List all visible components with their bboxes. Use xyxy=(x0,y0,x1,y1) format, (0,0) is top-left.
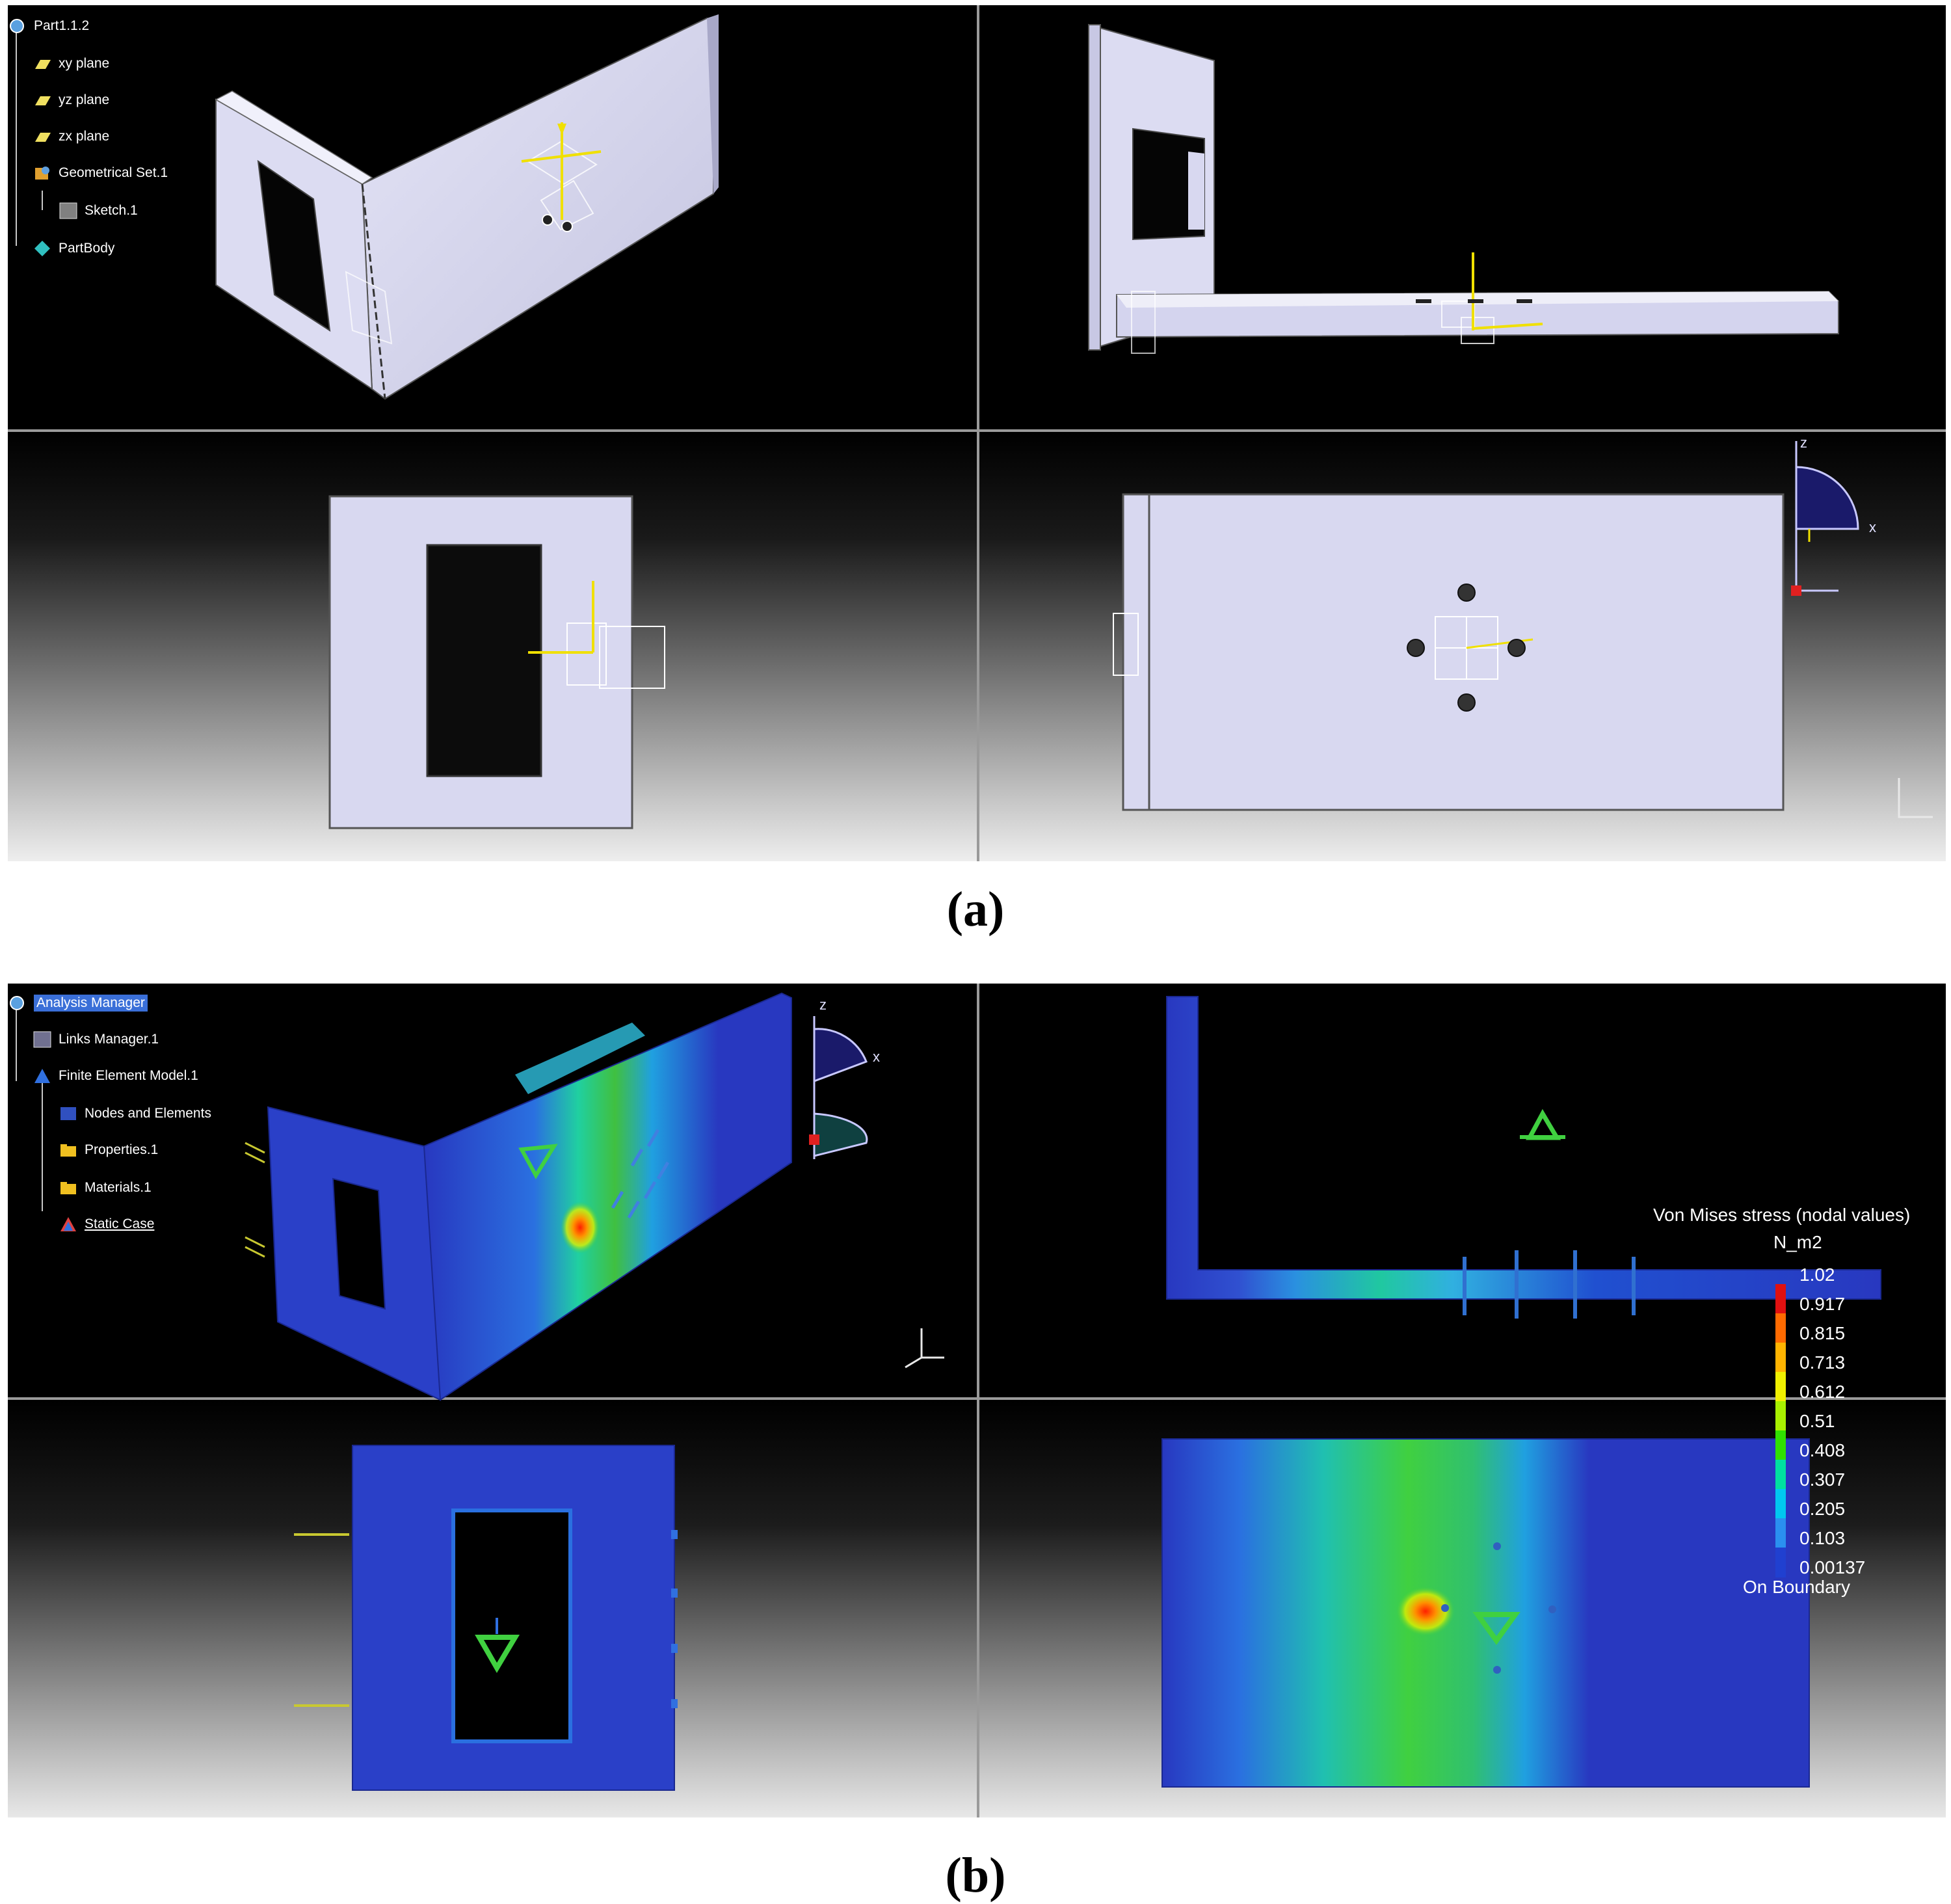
tree-item-sketch[interactable]: Sketch.1 xyxy=(59,196,138,225)
stress-front-model xyxy=(294,1445,678,1791)
compass-z-label: z xyxy=(1800,435,1807,451)
fea-viewports-canvas xyxy=(8,984,1946,1817)
legend-value: 0.815 xyxy=(1799,1323,1846,1343)
tree-item-analysis-manager[interactable]: Analysis Manager xyxy=(8,989,148,1017)
tree-connector xyxy=(42,191,43,210)
tree-item-nodes-and-elements[interactable]: Nodes and Elements xyxy=(59,1099,211,1128)
legend-footer: On Boundary xyxy=(1743,1577,1850,1597)
viewport-divider-vertical[interactable] xyxy=(977,984,979,1817)
caption-b: (b) xyxy=(945,1848,1006,1903)
axis-triad-corner xyxy=(1898,778,1933,818)
links-manager-icon xyxy=(33,1030,52,1049)
compass-widget[interactable] xyxy=(1791,441,1859,596)
folder-icon xyxy=(59,1141,78,1159)
tree-item-links-manager[interactable]: Links Manager.1 xyxy=(33,1025,159,1054)
tree-connector xyxy=(16,25,17,246)
tree-item-finite-element-model[interactable]: Finite Element Model.1 xyxy=(33,1062,198,1090)
stress-iso-model xyxy=(245,992,792,1401)
legend-color-segment xyxy=(1775,1548,1786,1577)
part-icon xyxy=(8,17,27,35)
legend-value: 0.713 xyxy=(1799,1352,1846,1373)
compass-z-label: z xyxy=(819,997,827,1013)
legend-title: Von Mises stress (nodal values) xyxy=(1653,1205,1911,1225)
fea-result-viewports: Analysis Manager Links Manager.1 Finite … xyxy=(8,984,1946,1817)
viewport-divider-horizontal[interactable] xyxy=(8,1397,1946,1400)
tree-item-part[interactable]: Part1.1.2 xyxy=(8,12,89,40)
legend-value: 0.51 xyxy=(1799,1411,1835,1431)
fem-icon xyxy=(33,1067,52,1085)
plane-icon xyxy=(33,127,52,146)
tree-item-zx-plane[interactable]: zx plane xyxy=(33,122,109,151)
bracket-front-model xyxy=(328,495,665,829)
tree-item-yz-plane[interactable]: yz plane xyxy=(33,86,109,114)
part-specification-tree: Part1.1.2 xy plane yz plane zx plane Geo… xyxy=(8,5,281,278)
legend-color-segment xyxy=(1775,1284,1786,1314)
bracket-side-model xyxy=(1088,23,1839,354)
legend-unit: N_m2 xyxy=(1773,1232,1822,1252)
geometrical-set-icon xyxy=(33,164,52,182)
legend-color-segment xyxy=(1775,1313,1786,1343)
plane-icon xyxy=(33,91,52,109)
stress-side-model xyxy=(1166,996,1881,1319)
legend-color-segment xyxy=(1775,1460,1786,1490)
legend-value: 0.307 xyxy=(1799,1469,1846,1490)
stress-legend-colorbar xyxy=(1775,1284,1786,1577)
legend-color-segment xyxy=(1775,1343,1786,1373)
compass-x-label: x xyxy=(1869,519,1876,535)
nodes-icon xyxy=(59,1105,78,1123)
legend-value: 0.408 xyxy=(1799,1440,1846,1460)
viewport-divider-horizontal[interactable] xyxy=(8,429,1946,432)
legend-color-segment xyxy=(1775,1401,1786,1431)
legend-color-segment xyxy=(1775,1518,1786,1548)
axis-triad-corner xyxy=(905,1328,944,1369)
tree-item-static-case[interactable]: Static Case xyxy=(59,1210,154,1239)
legend-value: 0.103 xyxy=(1799,1528,1846,1548)
sketch-icon xyxy=(59,202,78,220)
tree-item-properties[interactable]: Properties.1 xyxy=(59,1136,158,1164)
caption-a: (a) xyxy=(946,882,1005,937)
legend-value: 0.205 xyxy=(1799,1499,1846,1519)
analysis-specification-tree: Analysis Manager Links Manager.1 Finite … xyxy=(8,984,281,1257)
legend-color-segment xyxy=(1775,1489,1786,1519)
tree-item-xy-plane[interactable]: xy plane xyxy=(33,49,109,78)
partbody-icon xyxy=(33,239,52,258)
plane-icon xyxy=(33,55,52,73)
analysis-manager-icon xyxy=(8,994,27,1012)
stress-top-model xyxy=(1161,1438,1810,1788)
legend-value: 0.00137 xyxy=(1799,1557,1866,1577)
cad-viewports-canvas xyxy=(8,5,1946,861)
tree-item-geometrical-set[interactable]: Geometrical Set.1 xyxy=(33,159,168,187)
tree-connector xyxy=(42,1081,43,1211)
compass-widget[interactable] xyxy=(809,1016,868,1159)
cad-part-viewports: Part1.1.2 xy plane yz plane zx plane Geo… xyxy=(8,5,1946,861)
bracket-top-model xyxy=(1113,493,1785,811)
tree-item-partbody[interactable]: PartBody xyxy=(33,234,114,263)
legend-color-segment xyxy=(1775,1372,1786,1402)
viewport-divider-vertical[interactable] xyxy=(977,5,979,861)
static-case-icon xyxy=(59,1215,78,1233)
compass-x-label: x xyxy=(873,1049,880,1065)
legend-value: 0.917 xyxy=(1799,1294,1846,1314)
bracket-iso-model xyxy=(215,14,719,400)
legend-value: 0.612 xyxy=(1799,1382,1846,1402)
folder-icon xyxy=(59,1179,78,1197)
tree-item-materials[interactable]: Materials.1 xyxy=(59,1173,152,1202)
tree-connector xyxy=(16,1003,17,1081)
legend-color-segment xyxy=(1775,1430,1786,1460)
legend-value: 1.02 xyxy=(1799,1265,1835,1285)
